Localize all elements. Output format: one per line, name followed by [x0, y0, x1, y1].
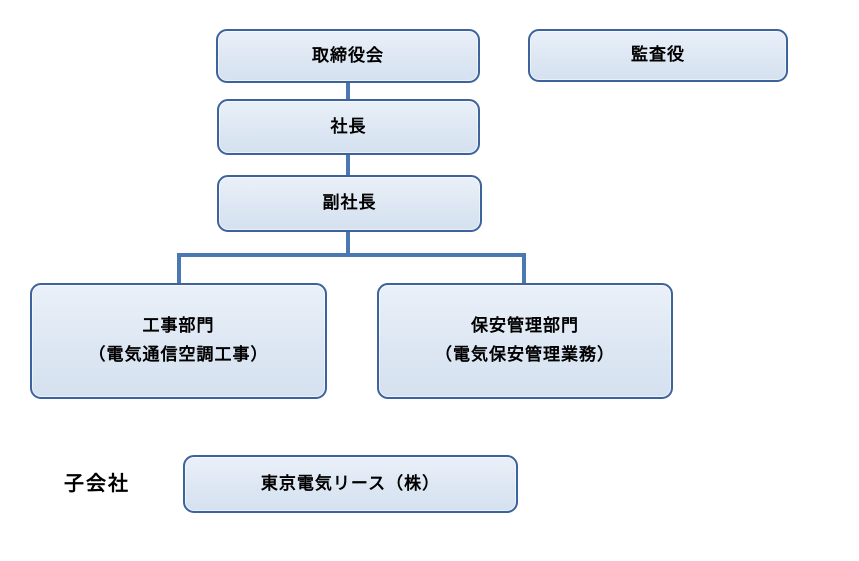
- node-construction-title: 工事部門: [142, 316, 215, 336]
- connector-board-president: [346, 83, 350, 100]
- node-president: 社長: [217, 99, 480, 155]
- node-vice-president-label: 副社長: [322, 193, 377, 213]
- node-safety-division: 保安管理部門 （電気保安管理業務）: [377, 283, 673, 399]
- node-vice-president: 副社長: [217, 175, 482, 232]
- connector-drop-right: [522, 255, 526, 283]
- node-safety-subtitle: （電気保安管理業務）: [435, 345, 615, 364]
- node-safety-title: 保安管理部門: [471, 316, 579, 336]
- node-auditor-label: 監査役: [631, 45, 685, 65]
- node-subsidiary-company: 東京電気リース（株）: [183, 455, 518, 513]
- connector-drop-left: [177, 255, 181, 283]
- node-subsidiary-company-label: 東京電気リース（株）: [260, 473, 441, 493]
- node-president-label: 社長: [330, 116, 367, 136]
- node-construction-division: 工事部門 （電気通信空調工事）: [30, 283, 327, 399]
- node-construction-subtitle: （電気通信空調工事）: [88, 345, 269, 364]
- node-board-of-directors: 取締役会: [216, 29, 480, 83]
- connector-vicepresident-stem: [346, 231, 350, 255]
- node-auditor: 監査役: [528, 29, 788, 82]
- node-board-label: 取締役会: [312, 45, 384, 65]
- connector-president-vicepresident: [346, 154, 350, 176]
- connector-branch-horizontal: [177, 253, 526, 257]
- subsidiary-label: 子会社: [64, 473, 130, 495]
